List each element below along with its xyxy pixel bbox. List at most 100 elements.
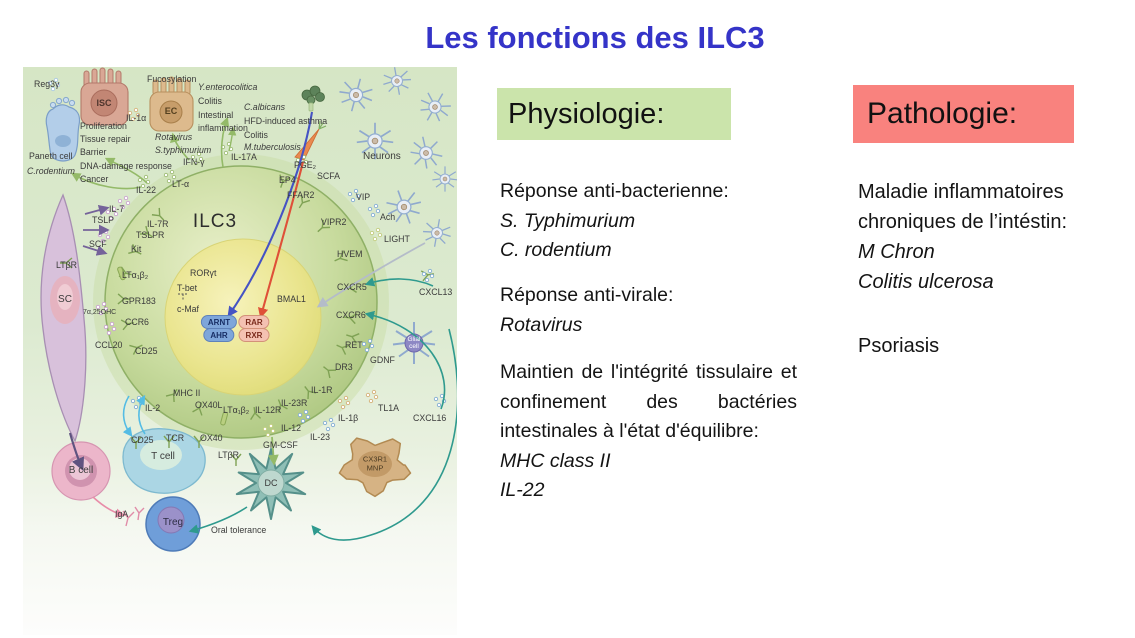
figure-label: MHC II — [173, 388, 201, 398]
figure-label: CX3R1 MNP — [362, 454, 388, 472]
molecule-dots — [371, 389, 377, 395]
figure-label: IL-23 — [310, 432, 331, 442]
figure-label: IL-1β — [338, 413, 359, 423]
figure-label: LTβR — [56, 260, 78, 270]
figure-label: AHR — [203, 328, 235, 342]
molecule-dots — [375, 227, 381, 233]
physiologie-antibacterial-block: Réponse anti-bacterienne: S. Typhimurium… — [500, 177, 729, 266]
molecule-dots — [193, 160, 199, 166]
molecule-dots — [106, 330, 112, 336]
figure-label: Kit — [131, 244, 142, 254]
molecule-dots — [369, 230, 375, 236]
molecule-dots — [103, 306, 109, 312]
antiviral-item: Rotavirus — [500, 313, 583, 336]
figure-label: IL-7R — [147, 219, 169, 229]
figure-label: IgA — [115, 509, 129, 519]
receptor-icon — [193, 435, 205, 448]
figure-label: HFD-induced asthma Colitis — [244, 116, 328, 140]
molecule-dots — [111, 206, 117, 212]
molecule-dots — [375, 208, 381, 214]
treg-cell-shape — [145, 496, 201, 552]
molecule-dots — [190, 154, 196, 160]
figure-label: IL-1α — [126, 113, 147, 123]
figure-label: Fucosylation — [147, 74, 197, 84]
molecule-dots — [350, 197, 356, 203]
figure-label: Reg3γ — [34, 79, 60, 89]
molecule-dots — [111, 326, 117, 332]
figure-label: IL-1R — [311, 385, 333, 395]
molecule-dots — [373, 394, 379, 400]
figure-label: Colitis Intestinal inflammation — [198, 96, 248, 133]
molecule-dots — [137, 177, 143, 183]
figure-label: c-Maf — [177, 304, 199, 314]
antibacterial-item: S. Typhimurium — [500, 209, 636, 232]
molecule-dots — [130, 398, 136, 404]
figure-label: LTα₁β₂ — [223, 405, 250, 415]
figure-label: C.albicans — [244, 102, 286, 112]
molecule-dots — [130, 116, 136, 122]
figure-label: IL-2 — [145, 403, 161, 413]
figure-label: PGE₂ — [294, 160, 316, 170]
figure-label: OX40L — [195, 400, 223, 410]
molecule-dots — [353, 188, 359, 194]
molecule-dots — [303, 409, 309, 415]
molecule-dots — [166, 178, 172, 184]
receptor-icon — [298, 195, 311, 209]
figure-decorations — [47, 77, 447, 520]
figure-label: 7α,25OHC — [83, 309, 117, 316]
ibd-item: M Chron — [858, 241, 935, 263]
receptor-icon — [343, 313, 358, 325]
molecule-dots — [330, 422, 336, 428]
antiviral-title: Réponse anti-virale: — [500, 284, 674, 306]
receptor-icon — [279, 174, 290, 188]
molecule-dots — [369, 343, 375, 349]
molecule-dots — [368, 398, 374, 404]
figure-label: IL-17A — [231, 152, 257, 162]
molecule-dots — [133, 107, 139, 113]
molecule-dots — [424, 277, 430, 283]
figure-label: TSLPR — [136, 230, 165, 240]
molecule-dots — [429, 273, 435, 279]
molecule-dots — [196, 151, 202, 157]
molecule-dots — [300, 418, 306, 424]
figure-label: IL-12 — [281, 423, 302, 433]
figure-label: Ach — [380, 212, 396, 222]
figure-label: ILC3 — [192, 211, 238, 232]
molecule-dots — [373, 203, 379, 209]
molecule-dots — [120, 204, 126, 210]
molecule-dots — [103, 324, 109, 330]
receptor-icon — [192, 402, 203, 416]
ibd-title: Maladie inflammatoires chroniques de l’i… — [858, 181, 1068, 233]
figure-label: HVEM — [337, 249, 363, 259]
figure-label: IL-12R — [255, 405, 282, 415]
figure-label: C.rodentium — [27, 166, 75, 176]
receptor-icon — [139, 225, 154, 238]
figure-label: GDNF — [370, 355, 395, 365]
figure-label: CXCR5 — [337, 282, 367, 292]
molecule-dots — [55, 82, 61, 88]
molecule-dots — [303, 159, 309, 165]
receptor-icon — [250, 406, 262, 420]
figure-label: DC — [264, 478, 278, 488]
molecule-dots — [169, 169, 175, 175]
physiologie-antiviral-block: Réponse anti-virale: Rotavirus — [500, 281, 673, 340]
molecule-dots — [127, 110, 133, 116]
pathologie-psoriasis: Psoriasis — [858, 335, 940, 357]
receptor-icon — [151, 207, 165, 221]
receptor-icon — [323, 366, 337, 379]
figure-label: GM-CSF — [263, 440, 298, 450]
molecule-dots — [268, 423, 274, 429]
molecule-dots — [322, 420, 328, 426]
molecule-dots — [347, 191, 353, 197]
figure-label: IL-22 — [136, 185, 157, 195]
molecule-dots — [100, 238, 106, 244]
receptor-icon — [277, 399, 288, 413]
receptor-icon — [304, 385, 317, 400]
sc-cell-shape — [40, 193, 87, 443]
molecule-dots — [98, 310, 104, 316]
antibacterial-item: C. rodentium — [500, 239, 612, 262]
figure-label: RAR — [238, 315, 270, 329]
page-title: Les fonctions des ILC3 — [425, 20, 765, 55]
